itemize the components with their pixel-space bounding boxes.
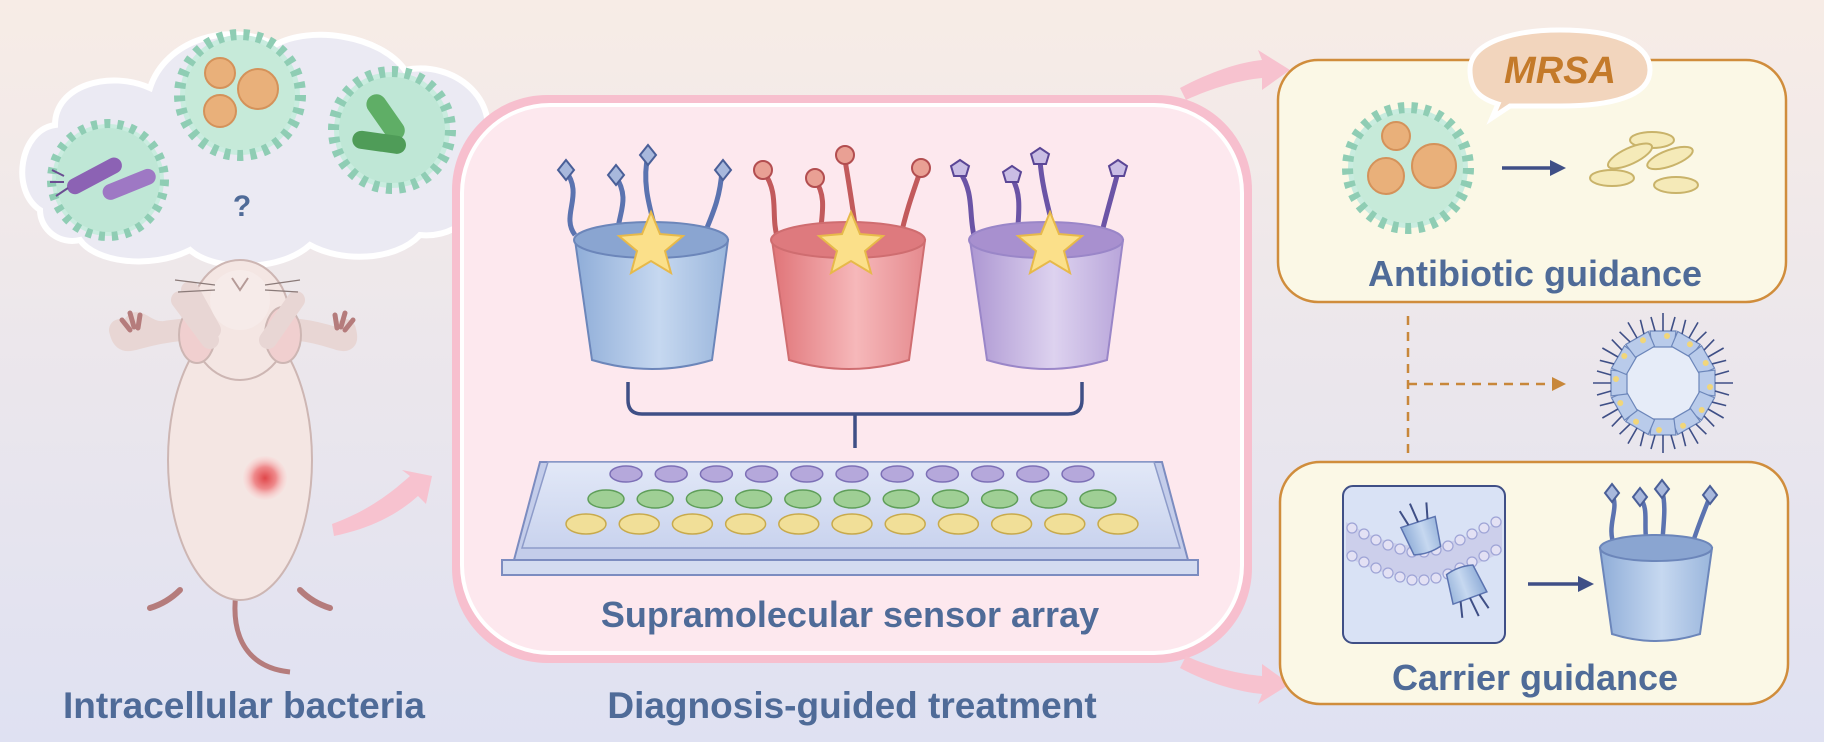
assembly-cup-unit — [1687, 390, 1727, 427]
carrier-cup-icon — [1598, 478, 1719, 642]
sensor-array-label: Supramolecular sensor array — [601, 594, 1099, 635]
mrsa-label: MRSA — [1504, 50, 1616, 92]
mrsa-infected-cell — [1342, 102, 1474, 234]
assembly-cup-unit — [1670, 319, 1707, 359]
assembly-cup-unit — [1599, 339, 1639, 376]
antibiotic-guidance-label: Antibiotic guidance — [1368, 253, 1702, 294]
well — [1097, 513, 1139, 535]
well — [1044, 513, 1086, 535]
assembly-cup-unit — [1649, 418, 1677, 453]
well — [880, 465, 914, 483]
well — [618, 513, 660, 535]
well — [882, 489, 920, 509]
well — [831, 513, 873, 535]
well — [699, 465, 734, 483]
well — [685, 489, 724, 509]
cups-bracket — [626, 382, 1084, 448]
well — [790, 465, 824, 483]
well — [1016, 465, 1050, 483]
well — [671, 513, 714, 535]
supramolecular-assembly-icon — [1593, 313, 1733, 453]
well — [587, 489, 625, 509]
diagnosis-guided-treatment-label: Diagnosis-guided treatment — [607, 685, 1096, 726]
well-plate-wells — [565, 465, 1139, 535]
membrane-inset — [1342, 485, 1506, 644]
well — [931, 489, 970, 509]
well — [937, 513, 980, 535]
assembly-cup-unit — [1593, 369, 1628, 397]
well — [1061, 465, 1095, 483]
infection-site-spot — [243, 456, 287, 500]
dashed-connector — [1406, 316, 1552, 458]
dashed-arrow-head — [1552, 377, 1566, 391]
arrow-head — [1550, 160, 1566, 176]
well — [1030, 489, 1068, 509]
intracellular-bacteria-label: Intracellular bacteria — [63, 685, 425, 726]
well — [833, 489, 871, 509]
well — [609, 465, 643, 483]
bacterium-cell-green-rods — [328, 66, 456, 194]
well — [724, 513, 767, 535]
well — [734, 489, 773, 509]
well — [925, 465, 960, 483]
assembly-cup-unit — [1599, 390, 1639, 427]
assembly-cup-unit — [1619, 407, 1656, 447]
well — [654, 465, 688, 483]
well — [636, 489, 674, 509]
well — [884, 513, 926, 535]
question-mark: ? — [233, 190, 251, 223]
mouse-illustration — [109, 259, 358, 675]
well — [980, 489, 1019, 509]
well — [778, 513, 820, 535]
well — [1079, 489, 1117, 509]
assembly-cup-unit — [1687, 339, 1727, 376]
well — [784, 489, 822, 509]
bacterium-cell-rods — [47, 119, 169, 241]
well — [565, 513, 607, 535]
bacterium-cell-cocci — [174, 29, 306, 161]
assembly-cup-unit — [1698, 369, 1733, 397]
well — [970, 465, 1005, 483]
well — [835, 465, 869, 483]
antibiotic-pills-icon — [1589, 131, 1699, 194]
host-cup-red — [753, 145, 931, 370]
arrow-to-antibiotic — [1180, 50, 1290, 100]
host-cup-blue — [556, 143, 733, 370]
mrsa-speech-bubble — [1467, 27, 1653, 125]
assembly-cup-unit — [1670, 407, 1707, 447]
well — [744, 465, 779, 483]
carrier-guidance-label: Carrier guidance — [1392, 657, 1678, 698]
well — [990, 513, 1033, 535]
arrow-mouse-to-sensor — [332, 470, 432, 536]
host-cup-purple — [949, 146, 1129, 370]
arrow-to-carrier — [1180, 656, 1290, 704]
assembly-cup-unit — [1619, 319, 1656, 359]
arrow-head — [1578, 576, 1594, 592]
